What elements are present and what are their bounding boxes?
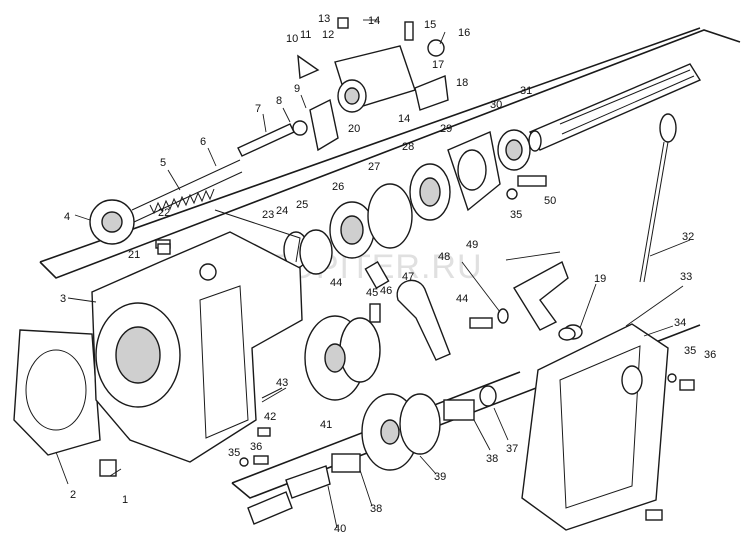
callout-25: 25 <box>296 199 308 211</box>
main-housing <box>91 209 303 463</box>
callout-45: 45 <box>366 287 378 299</box>
callout-33: 33 <box>680 271 692 283</box>
callout-29: 29 <box>440 123 452 135</box>
callout-44-left: 44 <box>330 277 342 289</box>
callout-12: 12 <box>322 29 334 41</box>
callout-5: 5 <box>160 157 166 169</box>
callout-labels: 1 2 3 4 5 6 7 8 9 10 11 12 13 14 14 15 1… <box>60 13 716 535</box>
callout-31: 31 <box>520 85 532 97</box>
callout-21: 21 <box>128 249 140 261</box>
intermediate-gears <box>304 315 497 473</box>
callout-14-bottom: 14 <box>398 113 410 125</box>
callout-35-left: 35 <box>228 447 240 459</box>
callout-34: 34 <box>674 317 686 329</box>
callout-2: 2 <box>70 489 76 501</box>
callout-17: 17 <box>432 59 444 71</box>
callout-35-right: 35 <box>684 345 696 357</box>
callout-38-bottom: 38 <box>370 503 382 515</box>
callout-20: 20 <box>348 123 360 135</box>
callout-41: 41 <box>320 419 332 431</box>
callout-23: 23 <box>262 209 274 221</box>
callout-38-right: 38 <box>486 453 498 465</box>
callout-19: 19 <box>594 273 606 285</box>
selector-housing <box>297 17 449 152</box>
callout-28: 28 <box>402 141 414 153</box>
callout-43: 43 <box>276 377 288 389</box>
callout-47: 47 <box>402 271 414 283</box>
callout-14-top: 14 <box>368 15 380 27</box>
callout-18: 18 <box>456 77 468 89</box>
callout-9: 9 <box>294 83 300 95</box>
callout-4: 4 <box>64 211 70 223</box>
output-shaft <box>528 63 702 152</box>
callout-26: 26 <box>332 181 344 193</box>
callout-15: 15 <box>424 19 436 31</box>
callout-16: 16 <box>458 27 470 39</box>
callout-48: 48 <box>438 251 450 263</box>
callout-32: 32 <box>682 231 694 243</box>
callout-35-top: 35 <box>510 209 522 221</box>
callout-39: 39 <box>434 471 446 483</box>
callout-49: 49 <box>466 239 478 251</box>
callout-6: 6 <box>200 136 206 148</box>
callout-1: 1 <box>122 494 128 506</box>
callout-37: 37 <box>506 443 518 455</box>
callout-36-left: 36 <box>250 441 262 453</box>
callout-46: 46 <box>380 285 392 297</box>
callout-24: 24 <box>276 205 288 217</box>
callout-7: 7 <box>255 103 261 115</box>
dipstick <box>639 113 677 283</box>
upper-bearings <box>283 129 547 275</box>
callout-40: 40 <box>334 523 346 535</box>
drive-pinion <box>89 159 243 245</box>
callout-50: 50 <box>544 195 556 207</box>
callout-3: 3 <box>60 293 66 305</box>
callout-36-right: 36 <box>704 349 716 361</box>
callout-30: 30 <box>490 99 502 111</box>
callout-11: 11 <box>300 29 311 41</box>
side-cover <box>521 323 669 531</box>
callout-44-right: 44 <box>456 293 468 305</box>
rod <box>237 120 308 157</box>
callout-22: 22 <box>158 207 170 219</box>
callout-27: 27 <box>368 161 380 173</box>
shift-forks <box>396 261 583 361</box>
callout-8: 8 <box>276 95 282 107</box>
callout-42: 42 <box>264 411 276 423</box>
axle-pins <box>247 261 390 525</box>
small-fasteners <box>157 243 695 521</box>
gasket <box>13 329 117 477</box>
callout-13: 13 <box>318 13 330 25</box>
leader-lines <box>55 19 691 529</box>
callout-10: 10 <box>286 33 298 45</box>
